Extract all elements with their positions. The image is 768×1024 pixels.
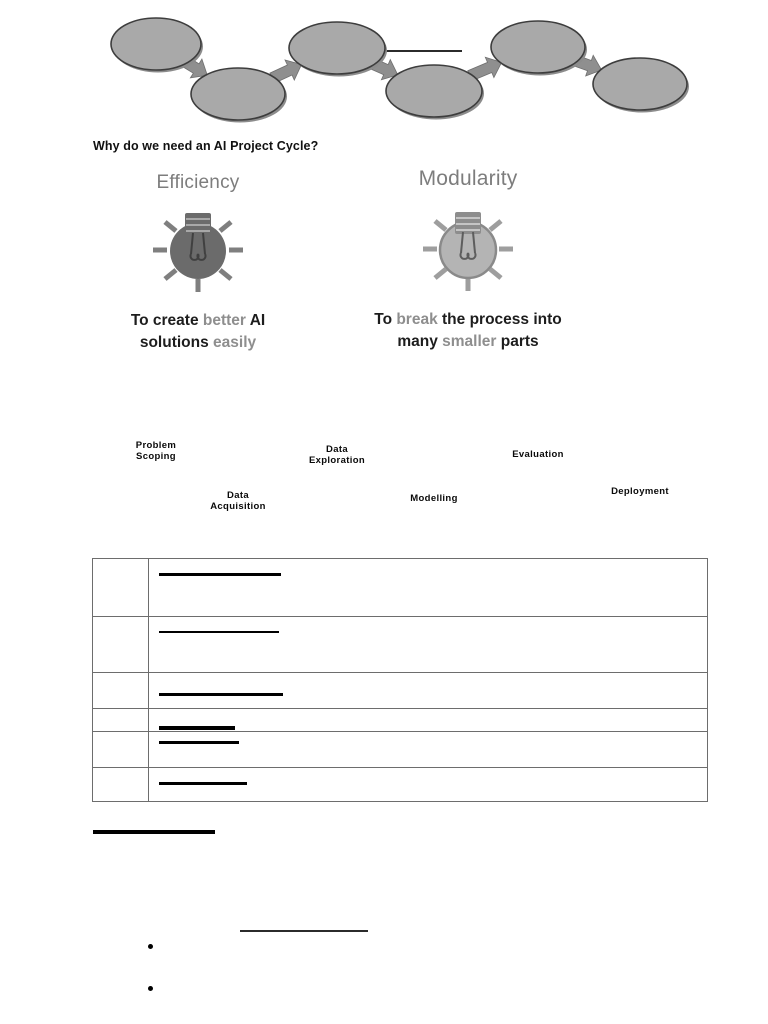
top-rule	[358, 50, 462, 52]
table-row	[92, 672, 708, 709]
flow-node-0[interactable]	[110, 17, 202, 71]
flow-node-label: Problem Scoping	[135, 440, 177, 463]
flow-node-5[interactable]	[592, 57, 688, 111]
benefit-title: Modularity	[418, 167, 518, 190]
benefit-block-efficiency: Efficiency	[110, 172, 286, 355]
footer-sub-rule	[240, 930, 368, 932]
benefit-caption: To create better AI solutions easily	[110, 310, 286, 355]
page-heading: Why do we need an AI Project Cycle?	[93, 139, 319, 153]
flow-node-3[interactable]	[385, 64, 483, 118]
table-cell-content	[148, 672, 708, 709]
caption-line: To break the process into	[374, 311, 562, 328]
flow-node-1[interactable]	[190, 67, 286, 121]
benefit-title: Efficiency	[156, 172, 240, 193]
flow-node-label: Deployment	[611, 486, 669, 497]
redaction-rule	[159, 741, 239, 744]
list-item-bullet	[148, 986, 153, 991]
flow-node-4[interactable]	[490, 20, 586, 74]
lightbulb-icon	[143, 200, 253, 296]
table-cell-index	[92, 731, 149, 768]
table-cell-index	[92, 767, 149, 802]
redaction-rule	[159, 726, 235, 730]
table-row	[92, 708, 708, 732]
list-item-bullet	[148, 944, 153, 949]
flow-node-label: Evaluation	[512, 449, 564, 460]
table-cell-content	[148, 616, 708, 673]
table-cell-content	[148, 767, 708, 802]
notes-table	[92, 558, 708, 802]
redaction-rule	[159, 782, 247, 785]
flow-node-label: Data Acquisition	[210, 490, 266, 513]
table-cell-content	[148, 731, 708, 768]
table-cell-index	[92, 672, 149, 709]
table-row	[92, 616, 708, 673]
table-cell-content	[148, 558, 708, 617]
redaction-rule	[159, 573, 281, 576]
caption-line: many smaller parts	[397, 333, 539, 351]
flow-arrow	[269, 59, 303, 84]
redaction-rule	[159, 631, 279, 633]
caption-line: To create better AI	[130, 312, 266, 329]
table-cell-content	[148, 708, 708, 732]
table-row	[92, 767, 708, 802]
table-cell-index	[92, 708, 149, 732]
caption-line: solutions easily	[139, 334, 257, 352]
table-cell-index	[92, 558, 149, 617]
table-row	[92, 731, 708, 768]
redaction-rule	[159, 693, 283, 696]
flow-node-label: Modelling	[410, 493, 458, 504]
flow-arrow	[467, 56, 503, 82]
lightbulb-icon	[413, 199, 523, 295]
footer-heading-rule	[93, 830, 215, 834]
flow-node-2[interactable]	[288, 21, 386, 75]
flow-node-label: Data Exploration	[308, 444, 366, 467]
benefit-caption: To break the process into many smaller p…	[372, 309, 564, 354]
table-cell-index	[92, 616, 149, 673]
benefit-block-modularity: Modularity	[372, 167, 564, 354]
table-row	[92, 558, 708, 617]
